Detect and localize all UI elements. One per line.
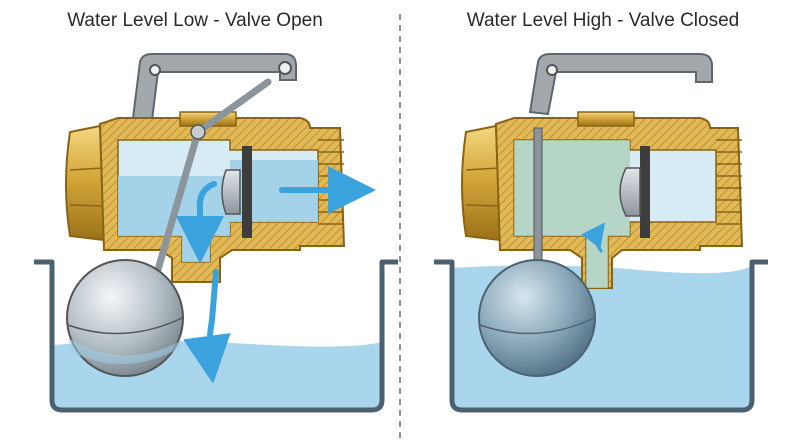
valve-water <box>118 160 318 262</box>
float-arm <box>194 78 272 136</box>
tank-outline-right <box>434 259 768 413</box>
valve-disc <box>221 169 241 215</box>
lever-handle <box>131 53 297 122</box>
valve-seat-closed <box>640 146 650 238</box>
lever-pivot-right <box>278 61 292 75</box>
float-stem <box>533 127 543 269</box>
flow-arrow-closed <box>581 222 606 253</box>
arm-joint <box>190 124 206 140</box>
lever-pivot <box>149 64 161 76</box>
tank-outline <box>34 259 398 413</box>
float-ball-right <box>478 259 596 377</box>
valve-open-panel <box>34 53 398 413</box>
lever-pivot-2 <box>546 64 558 76</box>
outlet-threads-right <box>716 139 742 225</box>
panel-title-valve-open: Water Level Low - Valve Open <box>67 10 323 31</box>
panel-title-valve-closed: Water Level High - Valve Closed <box>466 10 740 31</box>
flow-arrows-open <box>176 166 376 384</box>
valve-closed-panel <box>434 53 768 413</box>
valve-seat-open <box>242 146 252 238</box>
float-ball <box>66 259 184 377</box>
valve-disc-closed <box>619 167 641 217</box>
top-threaded-boss-right <box>577 111 635 127</box>
inlet-hex-nut <box>65 124 106 242</box>
inlet-hex-nut-right <box>461 124 502 242</box>
lever-handle-right <box>528 53 713 116</box>
